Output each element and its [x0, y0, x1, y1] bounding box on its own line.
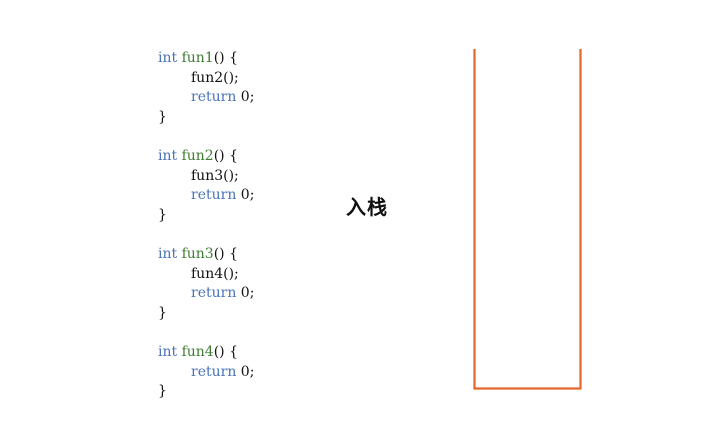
code-text: () {	[213, 147, 238, 164]
code-call: fun3();	[191, 167, 239, 184]
code-keyword: int	[158, 343, 178, 360]
code-text: 0;	[236, 285, 255, 302]
code-listing: int fun1() { fun2(); return 0; } int fun…	[158, 49, 338, 402]
code-keyword: return	[191, 187, 237, 204]
code-text: () {	[213, 245, 238, 262]
code-function-name: fun4	[181, 343, 214, 360]
code-line-fun3-close: }	[158, 304, 338, 324]
code-line-fun2-close: }	[158, 206, 338, 226]
code-call: fun4();	[191, 265, 239, 282]
code-line-fun4-return: return 0;	[158, 363, 338, 383]
code-brace: }	[158, 108, 167, 125]
code-line-fun1-signature: int fun1() {	[158, 49, 338, 69]
code-line-fun4-signature: int fun4() {	[158, 343, 338, 363]
code-blank-line	[158, 225, 338, 245]
code-text: () {	[213, 343, 238, 360]
code-line-fun2-call: fun3();	[158, 167, 338, 187]
code-line-fun1-close: }	[158, 108, 338, 128]
code-function-name: fun3	[181, 245, 214, 262]
code-function-name: fun1	[181, 50, 214, 66]
code-blank-line	[158, 323, 338, 343]
code-blank-line	[158, 127, 338, 147]
code-line-fun2-return: return 0;	[158, 186, 338, 206]
code-brace: }	[158, 383, 167, 400]
code-line-fun3-signature: int fun3() {	[158, 245, 338, 265]
code-text: 0;	[236, 187, 255, 204]
code-text: 0;	[236, 363, 255, 380]
code-keyword: return	[191, 285, 237, 302]
code-keyword: int	[158, 50, 178, 66]
stack-outline	[473, 49, 582, 390]
code-call: fun2();	[191, 69, 239, 86]
code-line-fun1-call: fun2();	[158, 69, 338, 89]
code-keyword: return	[191, 89, 237, 106]
code-line-fun2-signature: int fun2() {	[158, 147, 338, 167]
code-keyword: int	[158, 245, 178, 262]
code-brace: }	[158, 206, 167, 223]
code-text: () {	[213, 50, 238, 66]
code-keyword: return	[191, 363, 237, 380]
code-function-name: fun2	[181, 147, 214, 164]
code-line-fun4-close: }	[158, 382, 338, 402]
push-label: 入栈	[346, 195, 388, 219]
code-line-fun1-return: return 0;	[158, 88, 338, 108]
stack-container	[473, 49, 582, 390]
code-line-fun3-return: return 0;	[158, 284, 338, 304]
code-keyword: int	[158, 147, 178, 164]
code-brace: }	[158, 304, 167, 321]
code-line-fun3-call: fun4();	[158, 265, 338, 285]
code-text: 0;	[236, 89, 255, 106]
